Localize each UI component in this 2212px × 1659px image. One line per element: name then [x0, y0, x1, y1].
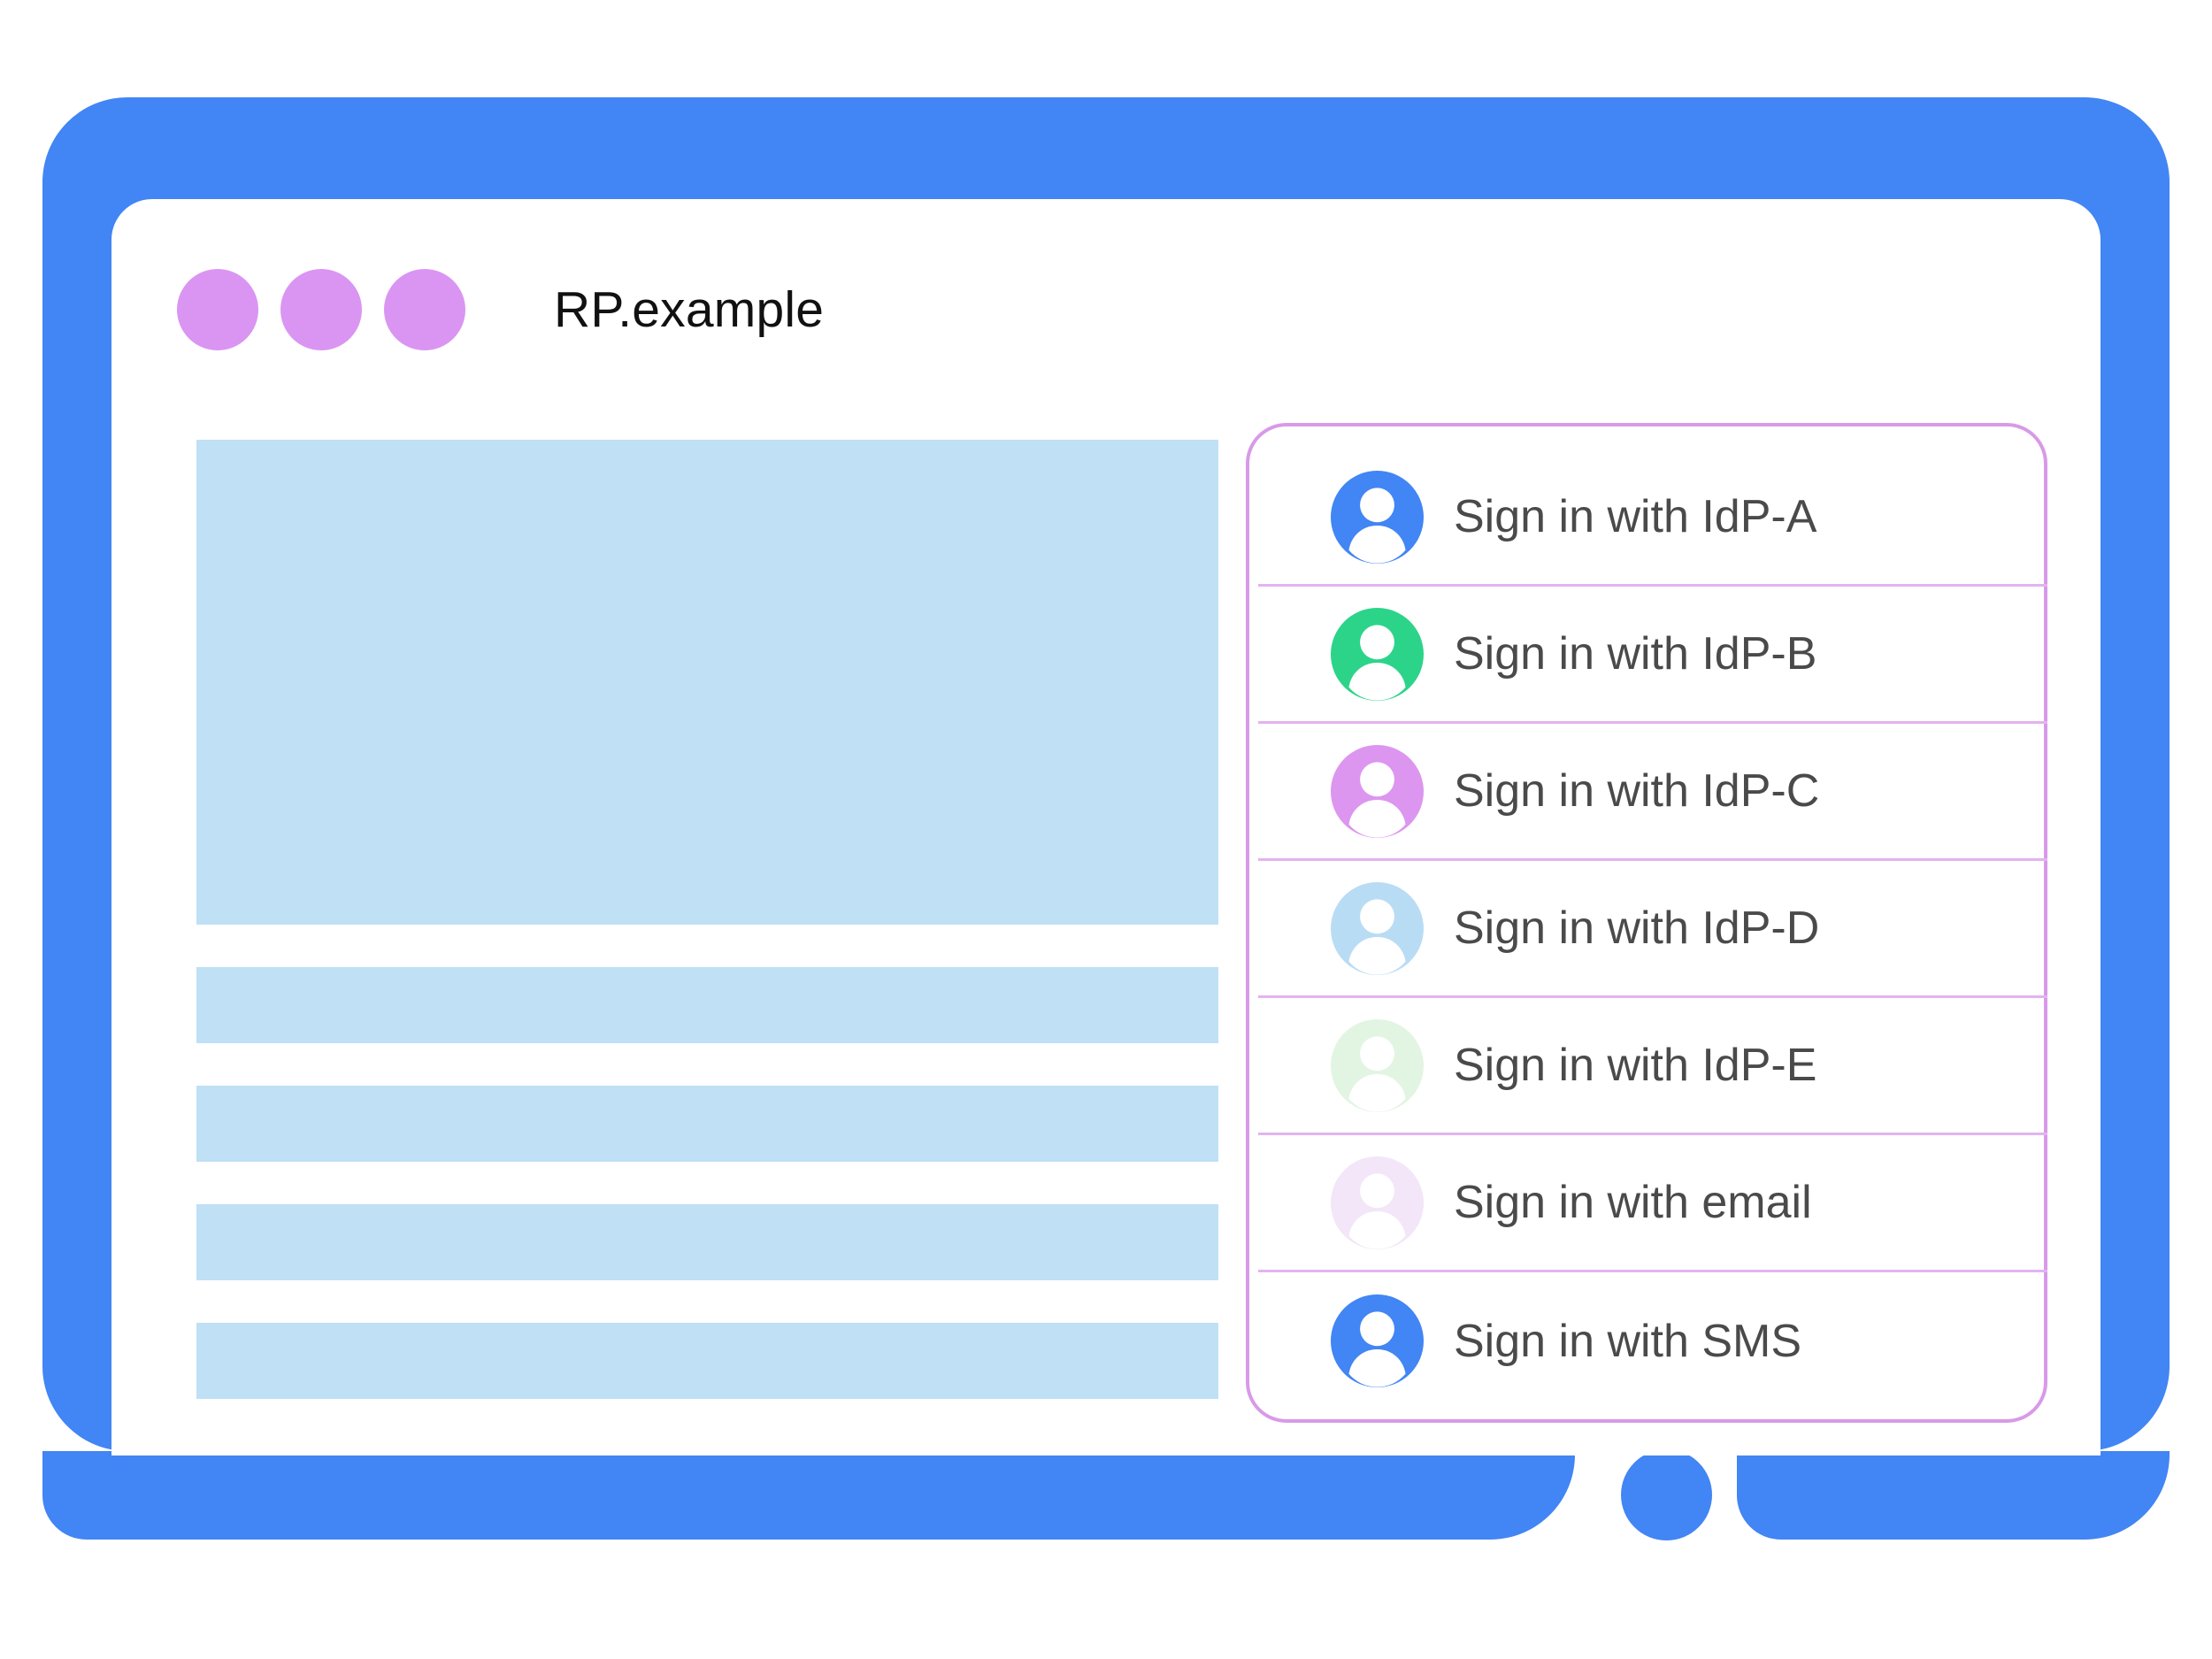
browser-title-bar: RP.example: [177, 261, 824, 358]
skeleton-line-4: [196, 1323, 1218, 1399]
account-list-item-label: Sign in with IdP-A: [1454, 491, 1817, 542]
account-list-item[interactable]: Sign in with IdP-C: [1258, 724, 2047, 861]
content-skeleton: [196, 440, 1218, 1399]
account-list-item-label: Sign in with IdP-D: [1454, 902, 1820, 954]
account-chooser-panel: Sign in with IdP-A Sign in with IdP-B Sign…: [1246, 423, 2047, 1423]
account-list-item-label: Sign in with email: [1454, 1177, 1812, 1228]
account-list-item[interactable]: Sign in with IdP-B: [1258, 587, 2047, 724]
skeleton-line-1: [196, 967, 1218, 1043]
title-dot-2-icon[interactable]: [280, 269, 362, 350]
page-title: RP.example: [554, 281, 825, 338]
account-list-item[interactable]: Sign in with IdP-A: [1258, 449, 2047, 587]
account-list-item-label: Sign in with SMS: [1454, 1315, 1802, 1367]
account-list-item[interactable]: Sign in with SMS: [1258, 1272, 2047, 1409]
title-dot-3-icon[interactable]: [384, 269, 465, 350]
home-button[interactable]: [1621, 1449, 1712, 1540]
account-avatar-icon: [1331, 744, 1424, 838]
account-list-item[interactable]: Sign in with IdP-D: [1258, 861, 2047, 998]
account-list-item[interactable]: Sign in with IdP-E: [1258, 998, 2047, 1135]
bottom-bar-right-segment: [1737, 1451, 2170, 1540]
account-list-item[interactable]: Sign in with email: [1258, 1135, 2047, 1272]
account-avatar-icon: [1331, 470, 1424, 564]
account-avatar-icon: [1331, 607, 1424, 701]
account-list-item-label: Sign in with IdP-E: [1454, 1040, 1817, 1091]
account-list: Sign in with IdP-A Sign in with IdP-B Sign…: [1258, 449, 2047, 1409]
account-list-item-label: Sign in with IdP-C: [1454, 765, 1820, 817]
account-avatar-icon: [1331, 881, 1424, 975]
skeleton-hero-block: [196, 440, 1218, 925]
account-avatar-icon: [1331, 1294, 1424, 1387]
bottom-bar-left-segment: [42, 1451, 1575, 1540]
account-avatar-icon: [1331, 1156, 1424, 1249]
account-avatar-icon: [1331, 1018, 1424, 1112]
skeleton-line-3: [196, 1204, 1218, 1280]
skeleton-line-2: [196, 1086, 1218, 1162]
title-dot-1-icon[interactable]: [177, 269, 258, 350]
account-list-item-label: Sign in with IdP-B: [1454, 628, 1817, 680]
